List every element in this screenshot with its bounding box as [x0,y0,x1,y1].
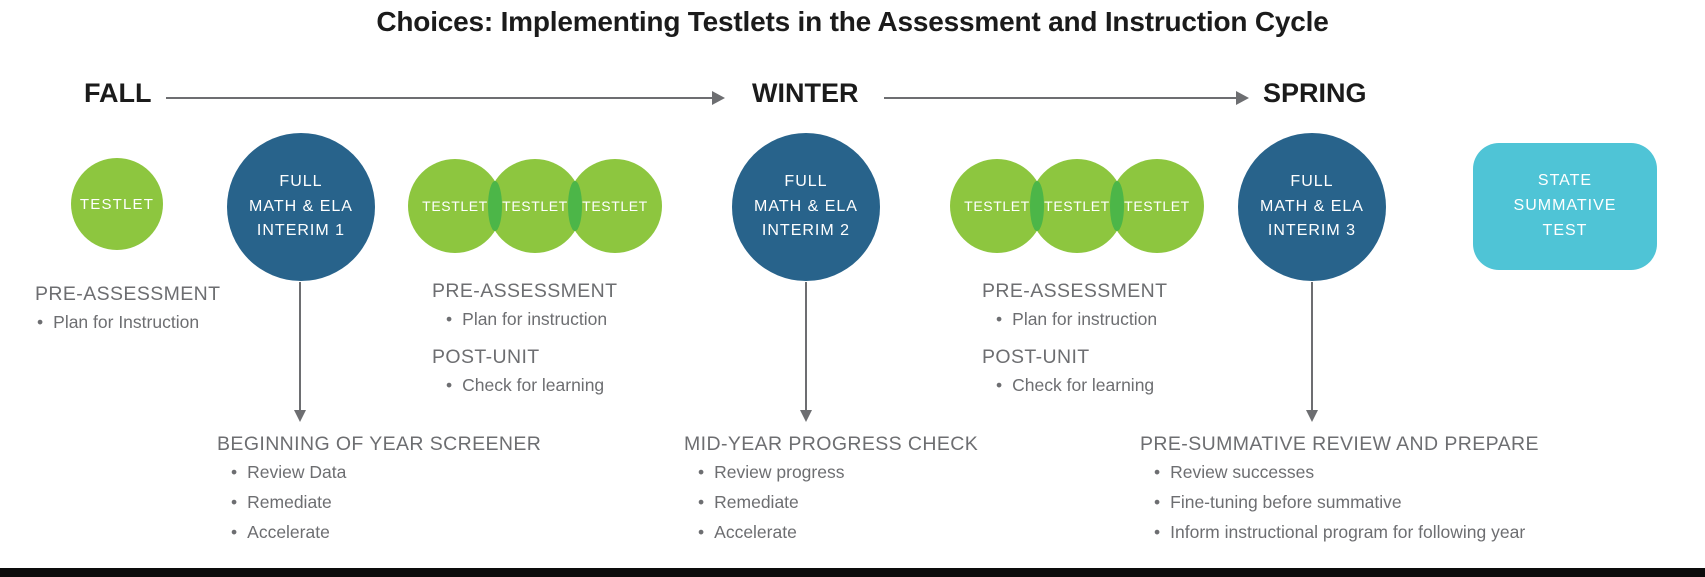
pre-summative-review-callout: PRE-SUMMATIVE REVIEW AND PREPARE Review … [1140,433,1539,552]
testlet-circle: TESTLET [488,159,582,253]
testlet-overlap [488,181,502,231]
season-label-winter: WINTER [752,78,859,108]
spring-interim-3-circle: FULL MATH & ELA INTERIM 3 [1238,133,1386,281]
note-heading: PRE-ASSESSMENT [432,280,618,302]
winter-testlet-group: TESTLET TESTLET TESTLET [950,159,1204,253]
winter-to-spring-arrow [884,91,1249,105]
note-heading: PRE-ASSESSMENT [35,283,221,305]
bullet-item: Check for learning [446,375,617,396]
page-title: Choices: Implementing Testlets in the As… [376,6,1329,37]
testlet-circle: TESTLET [568,159,662,253]
fall-interim-1-circle: FULL MATH & ELA INTERIM 1 [227,133,375,281]
note-heading: POST-UNIT [982,346,1090,368]
bullet-item: Plan for instruction [446,309,617,330]
bullet-item: Plan for Instruction [37,312,220,333]
bullet-item: Accelerate [231,522,541,543]
winter-group-notes: PRE-ASSESSMENT Plan for instruction POST… [982,280,1167,405]
interim-2-label: FULL MATH & ELA INTERIM 2 [754,172,858,240]
season-label-fall: FALL [84,78,152,108]
interim-1-label: FULL MATH & ELA INTERIM 1 [249,172,353,240]
beginning-of-year-screener-callout: BEGINNING OF YEAR SCREENER Review Data R… [217,433,541,552]
interim-3-label: FULL MATH & ELA INTERIM 3 [1260,172,1364,240]
callout-heading: BEGINNING OF YEAR SCREENER [217,433,542,455]
testlet-overlap [568,181,582,231]
bullet-item: Plan for instruction [996,309,1167,330]
testlet-circle-label: TESTLET [79,195,155,213]
testlet-circle: TESTLET [1030,159,1124,253]
testlet-overlap [1110,181,1124,231]
testlet-overlap [1030,181,1044,231]
interim-2-down-arrow [800,282,812,422]
fall-single-testlet-circle: TESTLET [71,158,163,250]
testlet-circle: TESTLET [408,159,502,253]
fall-to-winter-arrow [166,91,725,105]
winter-interim-2-circle: FULL MATH & ELA INTERIM 2 [732,133,880,281]
testlet-circle: TESTLET [1110,159,1204,253]
season-label-spring: SPRING [1263,78,1367,108]
interim-1-down-arrow [294,282,306,422]
bottom-divider-bar [0,568,1705,577]
bullet-item: Check for learning [996,375,1167,396]
bullet-item: Fine-tuning before summative [1154,492,1539,513]
bullet-item: Review Data [231,462,541,483]
bullet-item: Review successes [1154,462,1539,483]
fall-pre-assessment-note: PRE-ASSESSMENT Plan for Instruction [35,283,220,342]
bullet-item: Remediate [231,492,541,513]
mid-year-progress-check-callout: MID-YEAR PROGRESS CHECK Review progress … [684,433,978,552]
fall-group-notes: PRE-ASSESSMENT Plan for instruction POST… [432,280,617,405]
note-heading: PRE-ASSESSMENT [982,280,1168,302]
state-summative-test-box: STATE SUMMATIVE TEST [1473,143,1657,270]
fall-testlet-group: TESTLET TESTLET TESTLET [408,159,662,253]
bullet-item: Remediate [698,492,978,513]
interim-3-down-arrow [1306,282,1318,422]
note-heading: POST-UNIT [432,346,540,368]
testlet-circle: TESTLET [950,159,1044,253]
bullet-item: Inform instructional program for followi… [1154,522,1539,543]
state-summative-test-label: STATE SUMMATIVE TEST [1513,172,1617,239]
bullet-item: Review progress [698,462,978,483]
callout-heading: PRE-SUMMATIVE REVIEW AND PREPARE [1140,433,1539,455]
bullet-item: Accelerate [698,522,978,543]
callout-heading: MID-YEAR PROGRESS CHECK [684,433,979,455]
